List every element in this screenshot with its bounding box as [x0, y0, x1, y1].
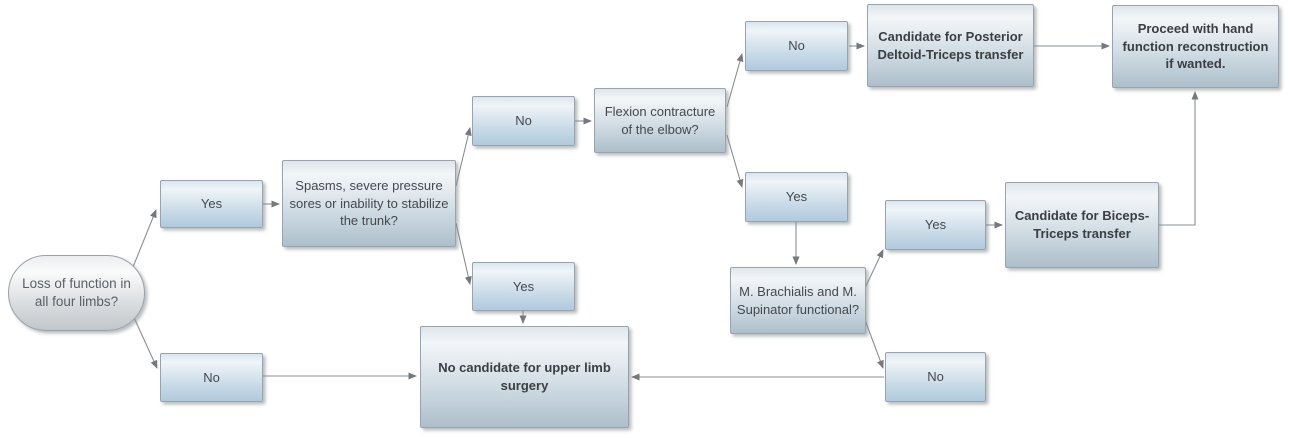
- node-spasms-label: Spasms, severe pressure sores or inabili…: [289, 178, 449, 229]
- node-no-limbs: No: [160, 353, 263, 402]
- node-flexion: Flexion contracture of the elbow?: [594, 88, 726, 153]
- node-spasms: Spasms, severe pressure sores or inabili…: [282, 160, 456, 247]
- node-start-label: Loss of function in all four limbs?: [22, 275, 131, 309]
- node-yes-limbs-label: Yes: [200, 196, 223, 212]
- node-candidate-posterior: Candidate for Posterior Deltoid-Triceps …: [867, 4, 1034, 87]
- node-yes-spasms: Yes: [472, 262, 575, 311]
- node-no-candidate: No candidate for upper limb surgery: [420, 326, 629, 428]
- node-proceed: Proceed with hand function reconstructio…: [1112, 5, 1279, 88]
- node-no-limbs-label: No: [203, 369, 220, 385]
- node-yes-flexion: Yes: [745, 172, 848, 222]
- node-no-spasms: No: [472, 96, 575, 146]
- node-no-flexion-label: No: [788, 38, 805, 54]
- connector-spasms-yes: [455, 222, 472, 285]
- connector-start-no: [130, 310, 158, 369]
- connector-start-yes: [130, 209, 157, 273]
- node-candidate-biceps-label: Candidate for Biceps-Triceps transfer: [1014, 208, 1150, 241]
- connector-flexion-yes: [726, 134, 744, 188]
- node-flexion-label: Flexion contracture of the elbow?: [604, 103, 716, 137]
- node-no-spasms-label: No: [515, 113, 532, 129]
- connector-candbiceps-proceed: [1159, 91, 1199, 226]
- node-candidate-biceps: Candidate for Biceps-Triceps transfer: [1005, 182, 1159, 268]
- connector-flexion-no: [726, 53, 744, 108]
- node-no-candidate-label: No candidate for upper limb surgery: [438, 360, 611, 393]
- node-yes-spasms-label: Yes: [512, 278, 535, 294]
- node-yes-brachialis-label: Yes: [924, 217, 947, 233]
- node-no-brachialis: No: [885, 352, 986, 402]
- connector-brachialis-no: [864, 319, 884, 369]
- node-brachialis: M. Brachialis and M. Supinator functiona…: [730, 267, 866, 334]
- node-candidate-posterior-label: Candidate for Posterior Deltoid-Triceps …: [877, 28, 1024, 62]
- node-brachialis-label: M. Brachialis and M. Supinator functiona…: [736, 283, 860, 317]
- connector-spasms-no: [455, 127, 472, 187]
- node-start: Loss of function in all four limbs?: [8, 255, 145, 331]
- node-no-flexion: No: [745, 21, 848, 71]
- node-yes-limbs: Yes: [160, 180, 263, 228]
- node-no-brachialis-label: No: [927, 369, 944, 385]
- connector-brachialis-yes: [864, 249, 884, 289]
- node-yes-flexion-label: Yes: [785, 189, 808, 205]
- node-yes-brachialis: Yes: [885, 200, 986, 250]
- node-proceed-label: Proceed with hand function reconstructio…: [1122, 21, 1269, 72]
